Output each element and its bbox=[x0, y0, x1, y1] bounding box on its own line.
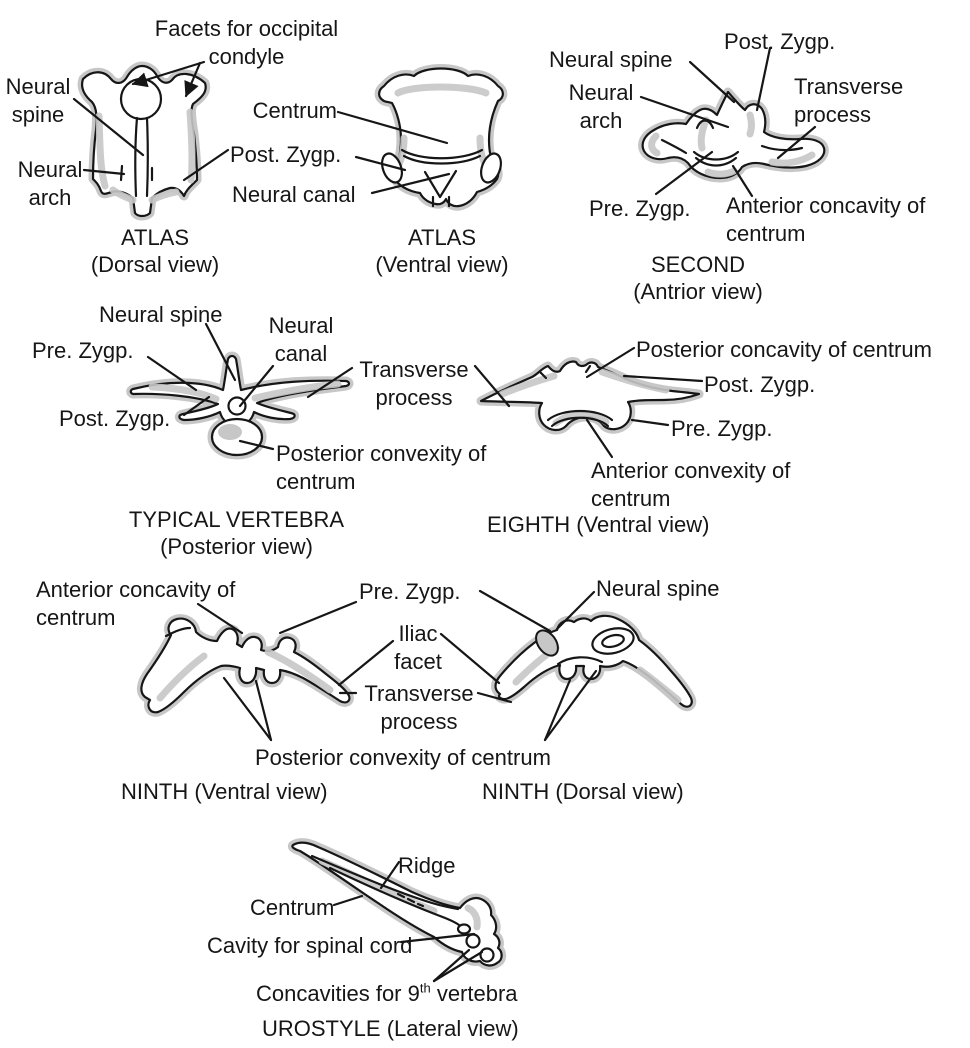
atlas-ventral-bone bbox=[374, 64, 508, 211]
label-second-anterior-concavity: Anterior concavity of centrum bbox=[726, 193, 926, 246]
label-urostyle-concavities: Concavities for 9th vertebra bbox=[256, 980, 518, 1008]
label-typical-pre-zygp: Pre. Zygp. bbox=[32, 338, 134, 363]
typical-caption: TYPICAL VERTEBRA (Posterior view) bbox=[116, 506, 357, 560]
label-second-neural-spine: Neural spine bbox=[549, 47, 673, 72]
atlas-ventral-caption-view: (Ventral view) bbox=[375, 252, 509, 277]
atlas-dorsal-bone bbox=[77, 61, 211, 221]
label-typical-neural-canal: Neural canal bbox=[268, 313, 334, 366]
label-atlas-dorsal-neural-arch: Neural arch bbox=[17, 157, 83, 210]
label-second-post-zygp: Post. Zygp. bbox=[724, 29, 836, 54]
label-facets-occipital-condyle: Facets for occipital condyle bbox=[154, 16, 339, 69]
atlas-ventral-caption: ATLAS (Ventral view) bbox=[357, 224, 527, 278]
label-second-pre-zygp: Pre. Zygp. bbox=[589, 196, 691, 221]
label-typical-neural-spine: Neural spine bbox=[99, 302, 223, 327]
eighth-vertebra-bone bbox=[476, 357, 704, 435]
second-caption-view: (Antrior view) bbox=[633, 279, 763, 304]
label-eighth-pre-zygp: Pre. Zygp. bbox=[671, 416, 773, 441]
label-ninth-pre-zygp: Pre. Zygp. bbox=[359, 579, 461, 604]
label-second-transverse-process: Transverse process bbox=[794, 74, 904, 127]
label-eighth-post-zygp: Post. Zygp. bbox=[704, 372, 816, 397]
leader-lines bbox=[72, 46, 817, 983]
label-atlas-ventral-centrum: Centrum bbox=[252, 98, 337, 123]
urostyle-concavities-text-end: vertebra bbox=[430, 981, 518, 1006]
atlas-dorsal-caption-view: (Dorsal view) bbox=[90, 252, 220, 277]
label-ninth-anterior-concavity: Anterior concavity of centrum bbox=[36, 577, 236, 630]
atlas-dorsal-caption-name: ATLAS bbox=[120, 225, 190, 250]
ninth-dorsal-caption: NINTH (Dorsal view) bbox=[482, 779, 684, 804]
label-ninth-posterior-convexity: Posterior convexity of centrum bbox=[255, 745, 551, 770]
typical-caption-name: TYPICAL VERTEBRA bbox=[128, 507, 345, 532]
label-atlas-ventral-neural-canal: Neural canal bbox=[232, 182, 356, 207]
label-typical-posterior-convexity: Posterior convexity of centrum bbox=[276, 441, 487, 494]
label-urostyle-centrum: Centrum bbox=[250, 895, 335, 920]
label-second-neural-arch: Neural arch bbox=[568, 80, 634, 133]
ninth-ventral-bone bbox=[136, 614, 354, 717]
label-ninth-iliac-facet: Iliac facet bbox=[394, 621, 442, 674]
urostyle-concavities-superscript: th bbox=[419, 980, 431, 996]
label-atlas-ventral-post-zygp: Post. Zygp. bbox=[230, 142, 342, 167]
second-caption: SECOND (Antrior view) bbox=[616, 251, 780, 305]
ninth-ventral-caption: NINTH (Ventral view) bbox=[121, 779, 328, 804]
urostyle-caption: UROSTYLE (Lateral view) bbox=[262, 1016, 519, 1041]
atlas-dorsal-caption: ATLAS (Dorsal view) bbox=[67, 224, 243, 278]
second-caption-name: SECOND bbox=[650, 252, 746, 277]
label-typical-post-zygp: Post. Zygp. bbox=[59, 406, 171, 431]
label-typical-transverse-process: Transverse process bbox=[359, 357, 469, 410]
label-eighth-anterior-convexity: Anterior convexity of centrum bbox=[591, 458, 791, 511]
label-atlas-dorsal-neural-spine: Neural spine bbox=[5, 74, 71, 127]
urostyle-bone bbox=[287, 838, 507, 970]
label-ninth-transverse-process: Transverse process bbox=[364, 681, 474, 734]
typical-caption-view: (Posterior view) bbox=[160, 534, 313, 559]
label-urostyle-ridge: Ridge bbox=[398, 853, 456, 878]
atlas-ventral-caption-name: ATLAS bbox=[407, 225, 477, 250]
eighth-caption: EIGHTH (Ventral view) bbox=[487, 512, 710, 537]
label-eighth-posterior-concavity: Posterior concavity of centrum bbox=[636, 337, 932, 362]
urostyle-concavities-text: Concavities for 9 bbox=[256, 981, 420, 1006]
typical-vertebra-bone bbox=[126, 351, 354, 460]
ninth-dorsal-bone bbox=[491, 611, 697, 712]
label-ninth-neural-spine: Neural spine bbox=[596, 576, 720, 601]
label-urostyle-cavity: Cavity for spinal cord bbox=[207, 933, 413, 958]
